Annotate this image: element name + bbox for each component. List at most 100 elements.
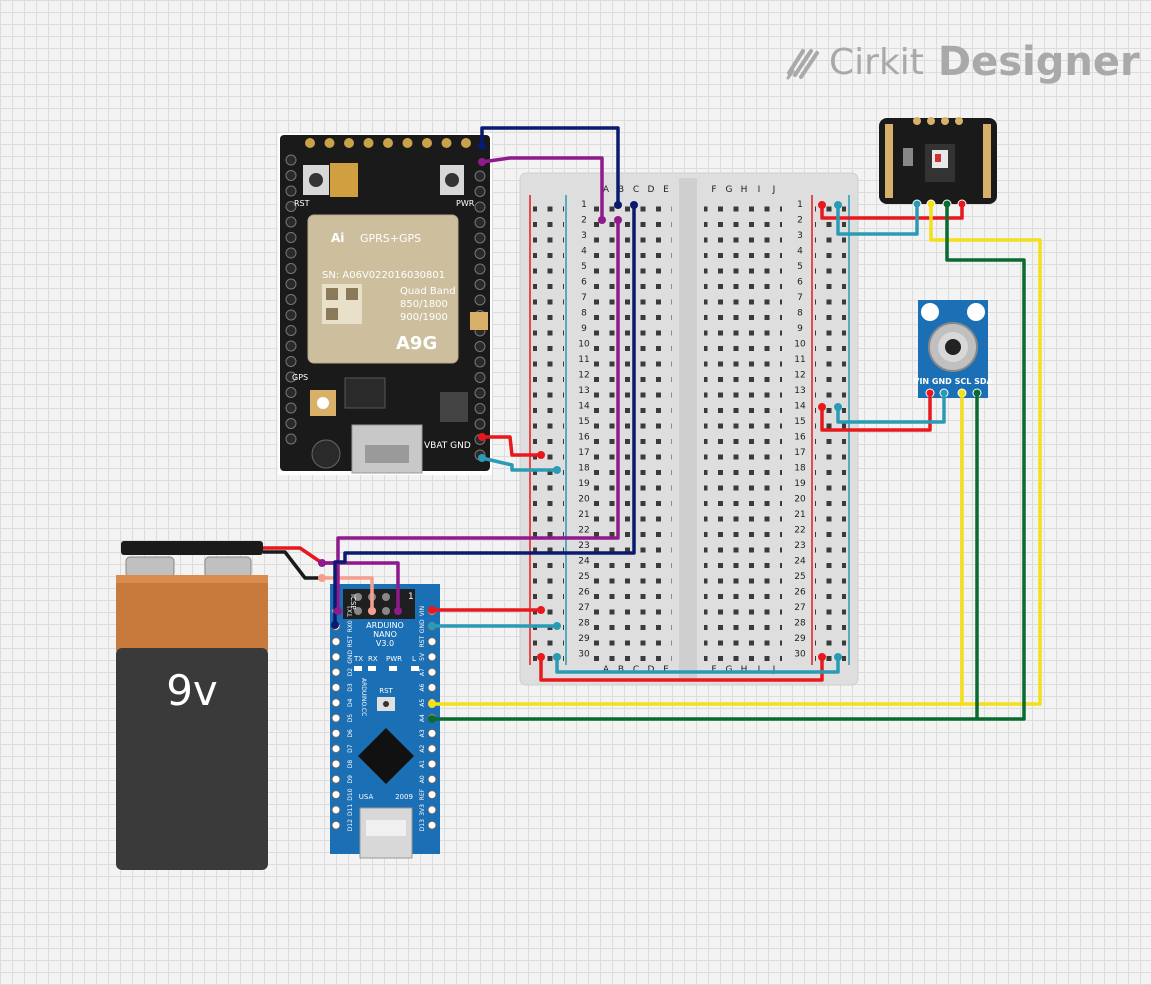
nano-left-pin-label: D12 xyxy=(347,819,354,831)
gsm-top-pin xyxy=(402,138,413,148)
breadboard-col-label: G xyxy=(726,185,733,195)
wire-gsm-vbat[interactable] xyxy=(482,435,541,457)
breadboard-col-label: B xyxy=(618,665,624,675)
nano-right-pin-label: A3 xyxy=(419,729,426,737)
gsm-chip-sn: SN: A06V022016030801 xyxy=(322,270,445,281)
wire-gsm-rx-to-bb[interactable] xyxy=(481,156,604,220)
battery-9v[interactable]: 9v xyxy=(116,541,268,870)
breadboard-row-label-right: 25 xyxy=(794,572,805,582)
nano-left-pin-label: GND xyxy=(347,650,354,664)
breadboard-row-label-left: 6 xyxy=(581,278,587,288)
nano-left-pin-label: D11 xyxy=(347,804,354,816)
breadboard-col-label: H xyxy=(741,665,748,675)
wire-pulse-vin[interactable] xyxy=(820,204,964,220)
nano-left-pin xyxy=(331,728,341,738)
nano-left-pin-label: D5 xyxy=(347,714,354,723)
gsm-top-pin xyxy=(383,138,393,148)
nano-right-pin-label: A6 xyxy=(419,683,426,691)
wire-bb-to-nano-rx[interactable] xyxy=(333,205,636,625)
nano-right-pin xyxy=(427,744,437,754)
nano-left-pin xyxy=(331,713,341,723)
nano-right-pin xyxy=(427,683,437,692)
breadboard-row-label-right: 28 xyxy=(794,619,806,629)
breadboard-row-label-right: 2 xyxy=(797,216,803,226)
nano-left-pin xyxy=(331,759,341,769)
terminal-holes-f-j[interactable] xyxy=(704,196,782,661)
wire-gsm-gnd[interactable] xyxy=(481,456,557,472)
gsm-right-pin xyxy=(474,387,486,399)
wire-gsm-tx-to-bb[interactable] xyxy=(480,126,620,205)
breadboard-col-label: E xyxy=(663,185,669,195)
breadboard-row-label-right: 24 xyxy=(794,557,806,567)
nano-left-pin xyxy=(331,820,341,830)
gsm-top-pin xyxy=(305,138,315,148)
nano-rx-label: RX xyxy=(368,655,378,663)
wire-bb-to-nano-tx[interactable] xyxy=(336,220,620,611)
nano-left-pin xyxy=(331,790,341,800)
gsm-top-pin xyxy=(441,138,452,148)
breadboard-col-label: E xyxy=(663,665,669,675)
wire-ir-vin[interactable] xyxy=(820,393,932,432)
breadboard-row-label-left: 1 xyxy=(581,200,587,210)
breadboard-row-label-right: 21 xyxy=(794,510,805,520)
ir-temperature-sensor[interactable]: VIN GND SCL SDA xyxy=(913,300,994,398)
gsm-chip-line1: GPRS+GPS xyxy=(360,232,421,245)
nano-left-pin xyxy=(331,805,341,815)
breadboard-col-label: H xyxy=(741,185,748,195)
nano-left-pin xyxy=(331,683,341,692)
gsm-left-pin xyxy=(285,294,297,305)
wire-pulse-sda[interactable] xyxy=(432,204,1026,721)
breadboard-col-label: J xyxy=(772,665,776,675)
nano-left-pin-label: D4 xyxy=(347,698,354,707)
rail-left-holes[interactable] xyxy=(533,196,564,661)
nano-left-pin xyxy=(331,698,341,708)
breadboard-row-label-left: 22 xyxy=(578,526,589,536)
wire-pulse-gnd[interactable] xyxy=(836,204,919,236)
nano-left-pin-label: D6 xyxy=(347,729,354,738)
breadboard-row-label-left: 27 xyxy=(578,603,589,613)
gsm-left-pin xyxy=(285,340,297,352)
arduino-nano[interactable]: ICSP 1 ARDUINO NANO V3.0 TX RX PWR L RST… xyxy=(330,584,440,859)
breadboard-row-label-left: 14 xyxy=(578,402,590,412)
gsm-top-pin xyxy=(363,138,374,148)
breadboard-row-label-right: 20 xyxy=(794,495,806,505)
breadboard-row-label-right: 11 xyxy=(794,355,805,365)
gsm-left-pin xyxy=(285,278,297,290)
breadboard-row-label-left: 29 xyxy=(578,634,590,644)
wire-rail-bridge-negative[interactable] xyxy=(555,657,840,674)
wires[interactable] xyxy=(263,126,1042,721)
gsm-right-pin xyxy=(474,217,486,228)
wire-ir-gnd[interactable] xyxy=(836,393,946,424)
breadboard-row-label-right: 23 xyxy=(794,541,805,551)
pulse-oximeter-sensor[interactable] xyxy=(879,117,997,209)
gsm-left-pin xyxy=(285,185,297,197)
gsm-left-pin xyxy=(285,402,297,414)
breadboard-row-label-left: 26 xyxy=(578,588,590,598)
breadboard-row-label-left: 12 xyxy=(578,371,589,381)
nano-left-pin xyxy=(331,667,341,677)
wire-rail-bridge-positive[interactable] xyxy=(539,657,824,682)
gsm-header-pins xyxy=(285,138,486,461)
gsm-top-pin xyxy=(324,138,335,148)
breadboard-row-label-left: 24 xyxy=(578,557,590,567)
wire-pulse-scl[interactable] xyxy=(432,204,1042,706)
nano-l-label: L xyxy=(412,655,416,663)
breadboard-col-label: I xyxy=(758,665,761,675)
breadboard-row-label-left: 15 xyxy=(578,417,589,427)
wire-battery-negative[interactable] xyxy=(263,550,322,580)
gsm-left-pin xyxy=(285,232,297,243)
breadboard-row-label-left: 30 xyxy=(578,650,590,660)
breadboard-col-label: C xyxy=(633,665,639,675)
nano-right-pin xyxy=(427,728,437,738)
a9g-gsm-gps-module[interactable]: Ai GPRS+GPS SN: A06V022016030801 Quad Ba… xyxy=(278,133,492,475)
nano-right-pin-label: REF xyxy=(419,788,426,800)
nano-left-pin-label: D10 xyxy=(347,788,354,800)
wire-battery-vin[interactable] xyxy=(322,561,400,611)
nano-left-pin xyxy=(331,652,341,662)
nano-left-pin-label: D9 xyxy=(347,775,354,784)
breadboard-row-label-left: 8 xyxy=(581,309,587,319)
breadboard-row-label-left: 25 xyxy=(578,572,589,582)
nano-pwr-label: PWR xyxy=(386,655,402,663)
